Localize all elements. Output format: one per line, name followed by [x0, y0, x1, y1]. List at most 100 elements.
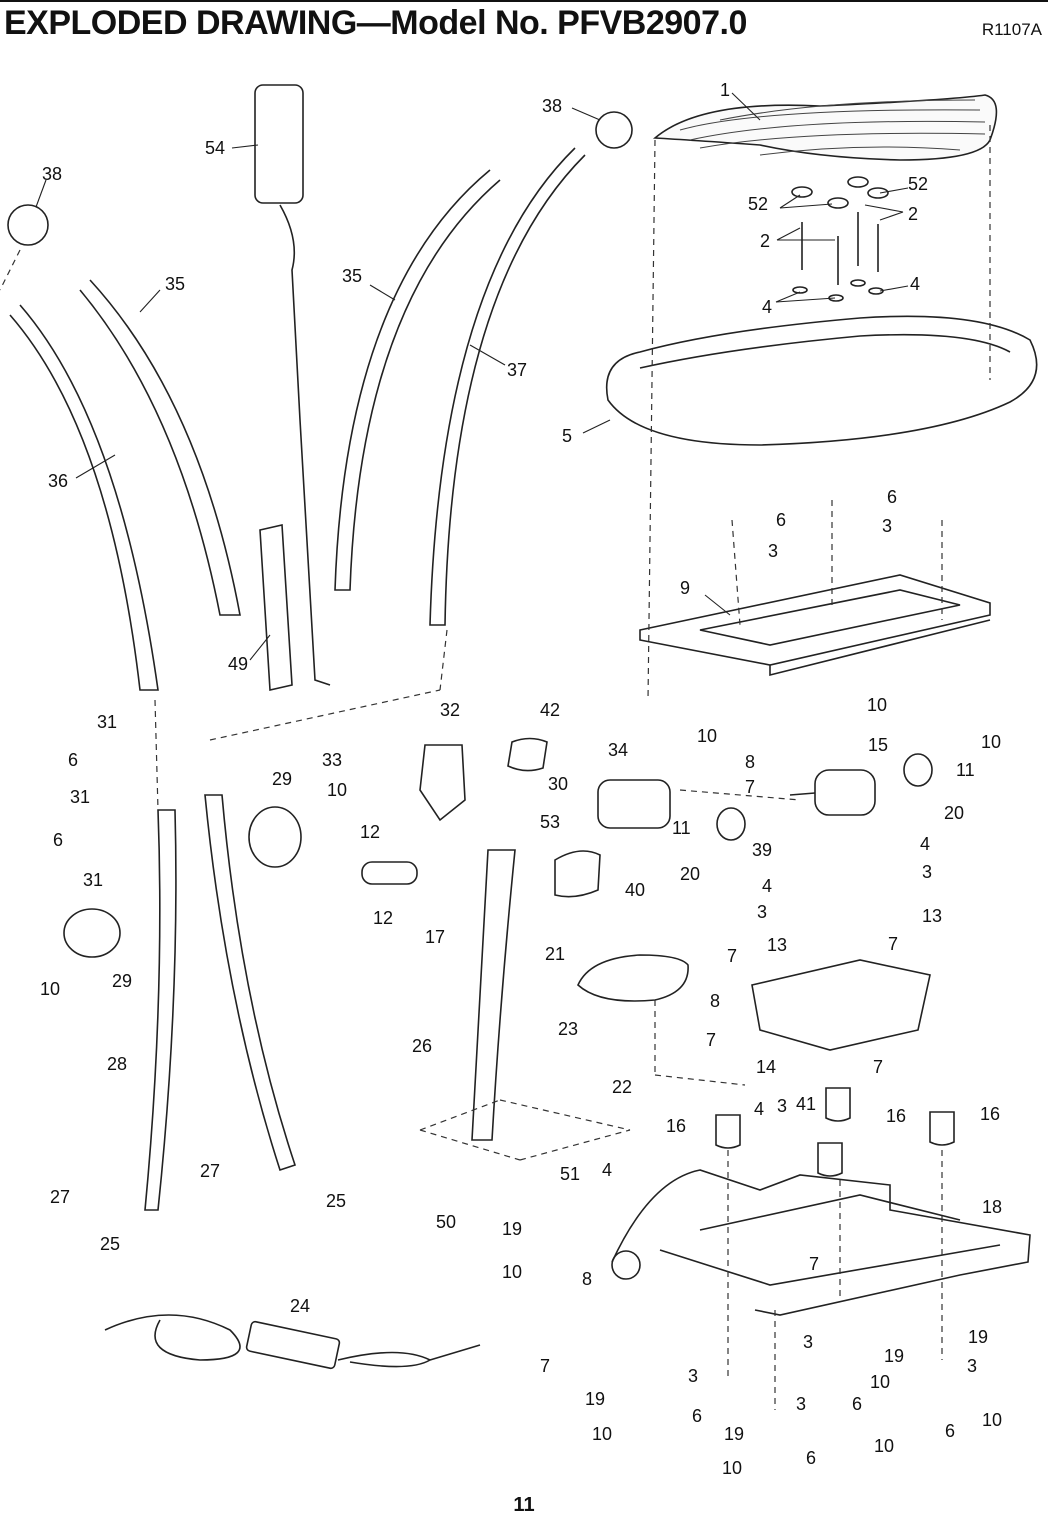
callout-31: 31 — [97, 712, 117, 732]
callout-38: 38 — [542, 96, 562, 116]
callout-26: 26 — [412, 1036, 432, 1056]
callout-8: 8 — [710, 991, 720, 1011]
callout-4: 4 — [910, 274, 920, 294]
top-rule — [0, 0, 1048, 2]
callout-5: 5 — [562, 426, 572, 446]
callout-4: 4 — [602, 1160, 612, 1180]
callout-8: 8 — [582, 1269, 592, 1289]
callout-25: 25 — [100, 1234, 120, 1254]
callout-4: 4 — [920, 834, 930, 854]
callout-10: 10 — [982, 1410, 1002, 1430]
leader-lines — [35, 92, 909, 661]
callout-29: 29 — [112, 971, 132, 991]
callout-10: 10 — [592, 1424, 612, 1444]
part-power-supply — [104, 1314, 481, 1370]
callout-13: 13 — [922, 906, 942, 926]
part-console-cord — [279, 204, 331, 686]
callout-16: 16 — [886, 1106, 906, 1126]
callout-18: 18 — [982, 1197, 1002, 1217]
callout-42: 42 — [540, 700, 560, 720]
callout-32: 32 — [440, 700, 460, 720]
part-shroud-21 — [577, 954, 689, 1002]
callout-11: 11 — [956, 760, 975, 780]
part-strip-49 — [259, 524, 293, 691]
callout-13: 13 — [767, 935, 787, 955]
callout-3: 3 — [688, 1366, 698, 1386]
callout-8: 8 — [745, 752, 755, 772]
part-axle-12 — [361, 861, 418, 885]
part-cover-29-upper — [248, 806, 302, 868]
callout-19: 19 — [968, 1327, 988, 1347]
callout-10: 10 — [722, 1458, 742, 1478]
callout-10: 10 — [981, 732, 1001, 752]
callout-37: 37 — [507, 360, 527, 380]
callout-7: 7 — [745, 777, 755, 797]
part-handlebar-35-right — [334, 169, 501, 591]
callout-7: 7 — [809, 1254, 819, 1274]
callout-31: 31 — [83, 870, 103, 890]
seat-base-rim — [639, 333, 1011, 369]
part-weight-left — [716, 807, 746, 841]
callout-6: 6 — [887, 487, 897, 507]
callout-3: 3 — [882, 516, 892, 536]
callout-23: 23 — [558, 1019, 578, 1039]
callout-50: 50 — [436, 1212, 456, 1232]
callout-1: 1 — [720, 80, 730, 100]
callout-3: 3 — [796, 1394, 806, 1414]
callout-7: 7 — [873, 1057, 883, 1077]
part-seat-base — [606, 315, 1038, 446]
revision-code: R1107A — [981, 20, 1042, 39]
part-foot-16-c — [817, 1142, 843, 1177]
callout-20: 20 — [944, 803, 964, 823]
part-end-cap-right — [595, 111, 633, 149]
callout-34: 34 — [608, 740, 628, 760]
callout-10: 10 — [697, 726, 717, 746]
callout-40: 40 — [625, 880, 645, 900]
callout-25: 25 — [326, 1191, 346, 1211]
part-column-26 — [471, 849, 516, 1141]
callout-22: 22 — [612, 1077, 632, 1097]
page-number: 11 — [513, 1494, 535, 1516]
page-title: EXPLODED DRAWING—Model No. PFVB2907.0 — [4, 4, 747, 42]
callout-41: 41 — [796, 1094, 816, 1114]
callout-27: 27 — [200, 1161, 220, 1181]
callout-10: 10 — [327, 780, 347, 800]
part-cover-40 — [554, 850, 601, 898]
callout-30: 30 — [548, 774, 568, 794]
part-foot-16-a — [715, 1114, 741, 1149]
callout-39: 39 — [752, 840, 772, 860]
callout-11: 11 — [672, 818, 691, 838]
callout-21: 21 — [545, 944, 565, 964]
callout-16: 16 — [666, 1116, 686, 1136]
callout-19: 19 — [585, 1389, 605, 1409]
callout-16: 16 — [980, 1104, 1000, 1124]
callout-12: 12 — [360, 822, 380, 842]
callout-7: 7 — [540, 1356, 550, 1376]
callout-31: 31 — [70, 787, 90, 807]
callout-10: 10 — [502, 1262, 522, 1282]
part-console — [254, 84, 304, 204]
callout-20: 20 — [680, 864, 700, 884]
callout-7: 7 — [888, 934, 898, 954]
callout-10: 10 — [874, 1436, 894, 1456]
callout-12: 12 — [373, 908, 393, 928]
part-end-cap-left — [7, 204, 49, 246]
part-tray — [751, 959, 931, 1051]
callout-4: 4 — [762, 297, 772, 317]
alignment-lines — [0, 125, 991, 1410]
callout-27: 27 — [50, 1187, 70, 1207]
callout-53: 53 — [540, 812, 560, 832]
part-cover-34 — [597, 779, 671, 829]
part-foot-16-b — [825, 1087, 851, 1122]
part-bracket-32 — [419, 744, 466, 822]
callout-numbers: 1 38 54 38 52 52 2 2 35 35 4 4 37 5 36 6… — [40, 80, 1002, 1478]
callout-35: 35 — [165, 274, 185, 294]
callout-36: 36 — [48, 471, 68, 491]
part-weight-right — [903, 753, 933, 787]
callout-49: 49 — [228, 654, 248, 674]
callout-3: 3 — [922, 862, 932, 882]
part-seat-bolts — [791, 176, 889, 302]
callout-3: 3 — [967, 1356, 977, 1376]
part-cover-29-lower — [63, 908, 121, 958]
